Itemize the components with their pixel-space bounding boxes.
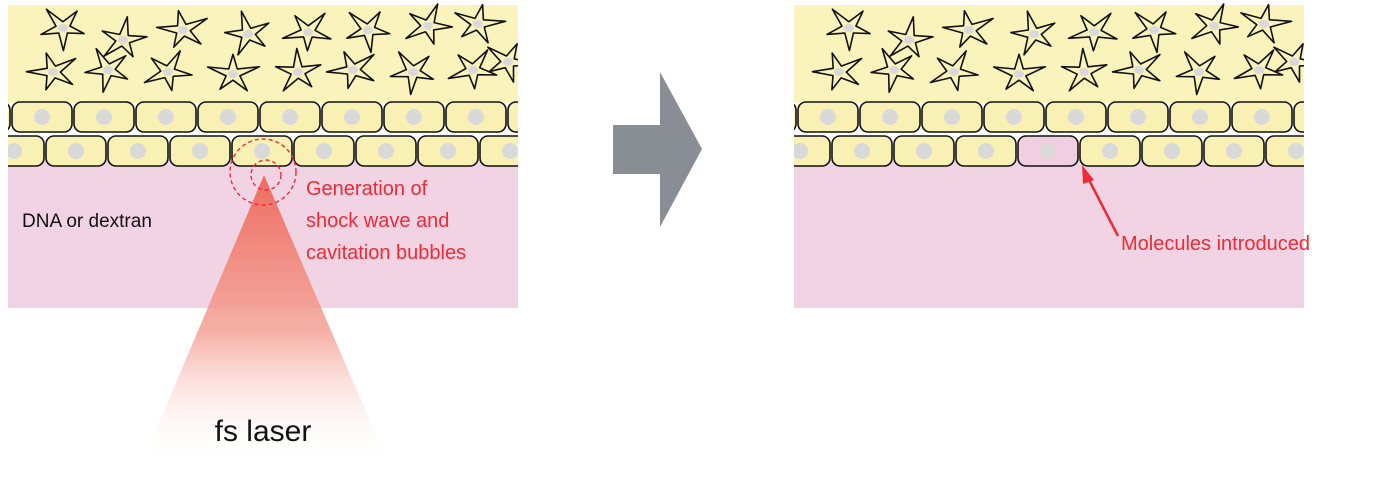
cell-nucleus: [854, 143, 870, 159]
cell-nucleus: [423, 22, 433, 30]
cell-nucleus: [440, 143, 456, 159]
cell-nucleus: [503, 58, 513, 66]
cell-nucleus: [1164, 143, 1180, 159]
cell-nucleus: [348, 66, 358, 74]
epithelial-cell: [736, 102, 796, 132]
cell-nucleus: [530, 109, 546, 125]
cell-nucleus: [48, 68, 58, 76]
cell-nucleus: [882, 109, 898, 125]
cell-nucleus: [254, 143, 270, 159]
shock-annotation-line-2: shock wave and: [306, 210, 449, 232]
cell-nucleus: [158, 109, 174, 125]
cell-nucleus: [1134, 66, 1144, 74]
cell-nucleus: [378, 143, 394, 159]
cell-nucleus: [944, 109, 960, 125]
cell-nucleus: [316, 143, 332, 159]
medium-label: DNA or dextran: [22, 211, 152, 232]
cell-nucleus: [192, 143, 208, 159]
cell-nucleus: [916, 143, 932, 159]
epithelial-cell-layer: [0, 102, 568, 166]
cell-nucleus: [1288, 143, 1304, 159]
cell-nucleus: [103, 66, 113, 74]
cell-nucleus: [1029, 30, 1039, 38]
cell-nucleus: [6, 143, 22, 159]
cell-nucleus: [468, 109, 484, 125]
cell-nucleus: [1254, 66, 1264, 74]
cell-nucleus: [1068, 109, 1084, 125]
cell-nucleus: [68, 143, 84, 159]
cell-nucleus: [820, 109, 836, 125]
cell-nucleus: [834, 68, 844, 76]
cell-nucleus: [844, 24, 854, 32]
cell-nucleus: [1040, 143, 1056, 159]
cell-nucleus: [178, 26, 188, 34]
cell-nucleus: [1089, 28, 1099, 36]
cell-nucleus: [1226, 143, 1242, 159]
cell-nucleus: [1316, 109, 1332, 125]
panel-after: Molecules introduced: [708, 4, 1354, 308]
cell-nucleus: [293, 68, 303, 76]
cell-nucleus: [1289, 58, 1299, 66]
shock-annotation-line-3: cavitation bubbles: [306, 242, 466, 264]
cell-nucleus: [1209, 22, 1219, 30]
cell-nucleus: [1102, 143, 1118, 159]
fibroblast-layer: [8, 5, 518, 103]
cell-nucleus: [118, 36, 128, 44]
cell-nucleus: [904, 36, 914, 44]
cell-nucleus: [1079, 68, 1089, 76]
cell-nucleus: [1014, 70, 1024, 78]
epithelial-cell-layer: [708, 102, 1354, 166]
cell-nucleus: [792, 143, 808, 159]
cell-nucleus: [408, 68, 418, 76]
epithelial-cell: [0, 102, 10, 132]
cell-nucleus: [96, 109, 112, 125]
cell-nucleus: [1149, 26, 1159, 34]
cell-nucleus: [964, 26, 974, 34]
cell-nucleus: [303, 28, 313, 36]
panel-before: DNA or dextran Generation of shock wave …: [0, 4, 568, 463]
epithelial-cell: [708, 136, 768, 166]
epithelial-cell: [1294, 102, 1354, 132]
cell-nucleus: [730, 143, 746, 159]
cell-nucleus: [502, 143, 518, 159]
cell-nucleus: [163, 68, 173, 76]
cell-nucleus: [220, 109, 236, 125]
cell-nucleus: [228, 70, 238, 78]
cell-nucleus: [758, 109, 774, 125]
cell-nucleus: [1259, 20, 1269, 28]
cell-nucleus: [1006, 109, 1022, 125]
shock-annotation-line-1: Generation of: [306, 178, 428, 200]
cell-nucleus: [1254, 109, 1270, 125]
cell-nucleus: [243, 30, 253, 38]
molecules-annotation: Molecules introduced: [1121, 233, 1310, 255]
cell-nucleus: [130, 143, 146, 159]
cell-nucleus: [363, 26, 373, 34]
cell-nucleus: [344, 109, 360, 125]
cell-nucleus: [1130, 109, 1146, 125]
right-arrow-icon: [613, 72, 702, 227]
epithelial-cell: [508, 102, 568, 132]
cell-nucleus: [949, 68, 959, 76]
laser-label: fs laser: [215, 415, 312, 448]
cell-nucleus: [1194, 68, 1204, 76]
cell-nucleus: [1192, 109, 1208, 125]
cell-nucleus: [282, 109, 298, 125]
cell-nucleus: [468, 66, 478, 74]
cell-nucleus: [473, 20, 483, 28]
cell-nucleus: [889, 66, 899, 74]
cell-nucleus: [34, 109, 50, 125]
cell-nucleus: [58, 24, 68, 32]
fibroblast-layer: [794, 5, 1304, 103]
cell-nucleus: [978, 143, 994, 159]
cell-nucleus: [406, 109, 422, 125]
